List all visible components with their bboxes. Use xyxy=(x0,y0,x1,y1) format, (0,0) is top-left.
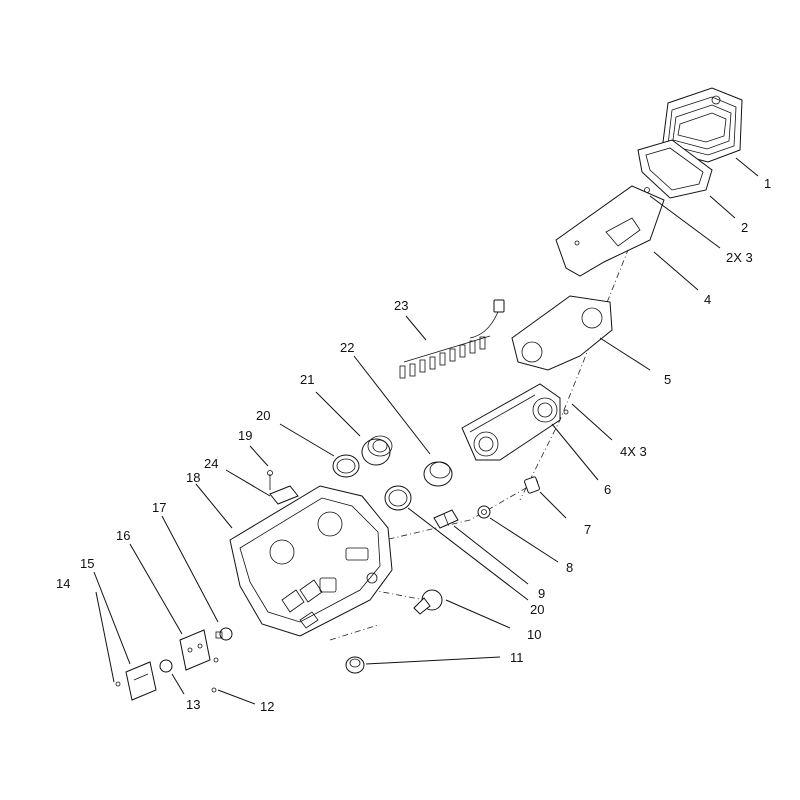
part-2-gasket xyxy=(637,139,713,199)
label-part-10: 10 xyxy=(527,627,541,642)
part-8-nut xyxy=(477,505,491,519)
label-part-3-qty: 2X 3 xyxy=(726,250,753,265)
part-18-dash-panel xyxy=(229,485,393,637)
part-5-panel-plate xyxy=(511,295,613,371)
label-part-4: 4 xyxy=(704,292,711,307)
label-part-3-qty-4x: 4X 3 xyxy=(620,444,647,459)
label-part-1: 1 xyxy=(764,176,771,191)
part-6-gauge-housing xyxy=(461,383,561,461)
part-21-bezel xyxy=(361,435,393,466)
label-part-19: 19 xyxy=(238,428,252,443)
label-part-6: 6 xyxy=(604,482,611,497)
part-13-lamp xyxy=(159,659,173,673)
part-15-socket xyxy=(125,661,157,701)
part-20-ring-upper xyxy=(332,454,360,478)
label-part-14: 14 xyxy=(56,576,70,591)
label-part-21: 21 xyxy=(300,372,314,387)
label-part-13: 13 xyxy=(186,697,200,712)
part-9-switch xyxy=(433,509,459,529)
part-16-switch-plate xyxy=(179,629,211,671)
part-1-cover xyxy=(661,87,743,163)
label-part-17: 17 xyxy=(152,500,166,515)
label-part-8: 8 xyxy=(566,560,573,575)
part-4-bracket xyxy=(555,185,665,277)
label-part-18: 18 xyxy=(186,470,200,485)
label-part-15: 15 xyxy=(80,556,94,571)
label-part-7: 7 xyxy=(584,522,591,537)
part-11-grommet xyxy=(345,656,365,674)
label-part-2: 2 xyxy=(741,220,748,235)
part-20-ring-lower xyxy=(384,485,412,511)
label-part-16: 16 xyxy=(116,528,130,543)
part-14-screw xyxy=(115,681,121,687)
part-23-wire-harness xyxy=(399,299,505,379)
part-7-clip xyxy=(524,476,540,494)
leader-lines xyxy=(93,157,759,705)
label-part-5: 5 xyxy=(664,372,671,387)
part-10-knob xyxy=(413,589,443,615)
part-12-screw xyxy=(211,657,219,693)
label-part-12: 12 xyxy=(260,699,274,714)
part-22-bezel xyxy=(423,461,453,487)
label-part-20-lower: 20 xyxy=(530,602,544,617)
callout-labels: 1 2 2X 3 4 5 6 4X 3 7 8 9 20 10 11 12 13… xyxy=(56,176,771,714)
part-17-bulb xyxy=(215,627,233,641)
part-24-bracket xyxy=(269,485,299,505)
part-19-screw xyxy=(267,470,273,490)
label-part-24: 24 xyxy=(204,456,218,471)
label-part-20-upper: 20 xyxy=(256,408,270,423)
label-part-9: 9 xyxy=(538,586,545,601)
label-part-22: 22 xyxy=(340,340,354,355)
label-part-11: 11 xyxy=(510,650,524,665)
label-part-23: 23 xyxy=(394,298,408,313)
